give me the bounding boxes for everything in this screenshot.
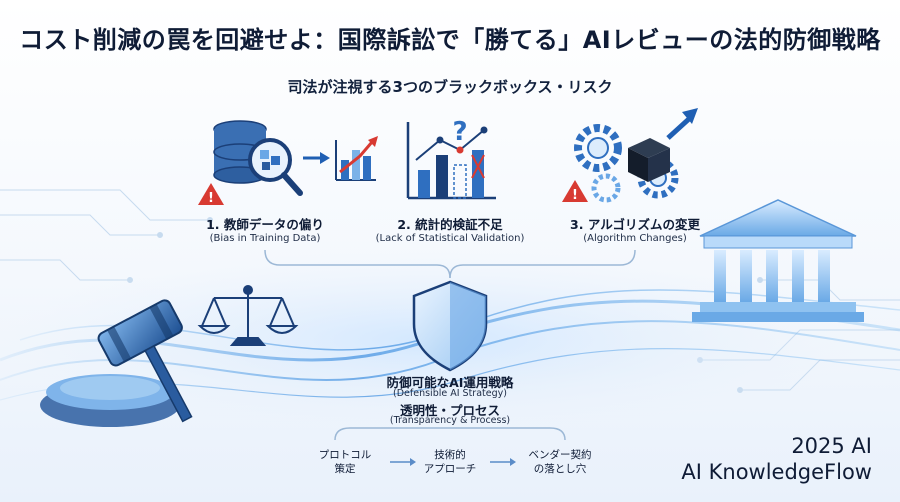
svg-text:?: ? [452, 117, 467, 147]
transparency-title: 透明性・プロセス [399, 403, 500, 418]
step-technical: 技術的 アプローチ [423, 449, 477, 475]
risk-2-title: 2. 統計的検証不足 [397, 217, 503, 232]
gavel-icon [40, 299, 193, 427]
svg-text:!: ! [208, 191, 214, 206]
risk-3-title: 3. アルゴリズムの変更 [570, 217, 700, 232]
database-magnifier-warning-icon: ! [198, 120, 303, 206]
bar-chart-up-icon [335, 136, 378, 181]
brand-name: AI KnowledgeFlow [681, 460, 872, 484]
risk-3-subtitle: (Algorithm Changes) [583, 233, 687, 244]
section-subtitle: 司法が注視する3つのブラックボックス・リスク [287, 78, 613, 96]
gears-cube-warning-icon: ! [562, 108, 698, 203]
svg-text:!: ! [572, 188, 578, 203]
step-arrows [390, 458, 516, 466]
arrow-right-icon [303, 152, 330, 164]
brand-year: 2025 AI [791, 434, 872, 458]
steps-bracket [334, 427, 566, 441]
scales-of-justice-icon [197, 285, 299, 346]
transparency-subtitle: (Transparency & Process) [389, 415, 511, 426]
step-vendor: ベンダー契約 の落とし穴 [528, 449, 592, 475]
shield-icon [412, 280, 488, 372]
strategy-title: 防御可能なAI運用戦略 [386, 375, 514, 390]
page-title: コスト削減の罠を回避せよ：国際訴訟で「勝てる」AIレビューの法的防御戦略 [19, 26, 881, 54]
chart-question-icon: ? [406, 117, 496, 200]
risk-2-subtitle: (Lack of Statistical Validation) [375, 233, 525, 244]
strategy-subtitle: (Defensible AI Strategy) [393, 388, 507, 399]
risk-1-title: 1. 教師データの偏り [206, 217, 324, 232]
connector-bracket [264, 249, 636, 279]
courthouse-icon [692, 199, 864, 322]
risk-1-subtitle: (Bias in Training Data) [209, 233, 321, 244]
step-protocol: プロトコル 策定 [318, 449, 372, 475]
